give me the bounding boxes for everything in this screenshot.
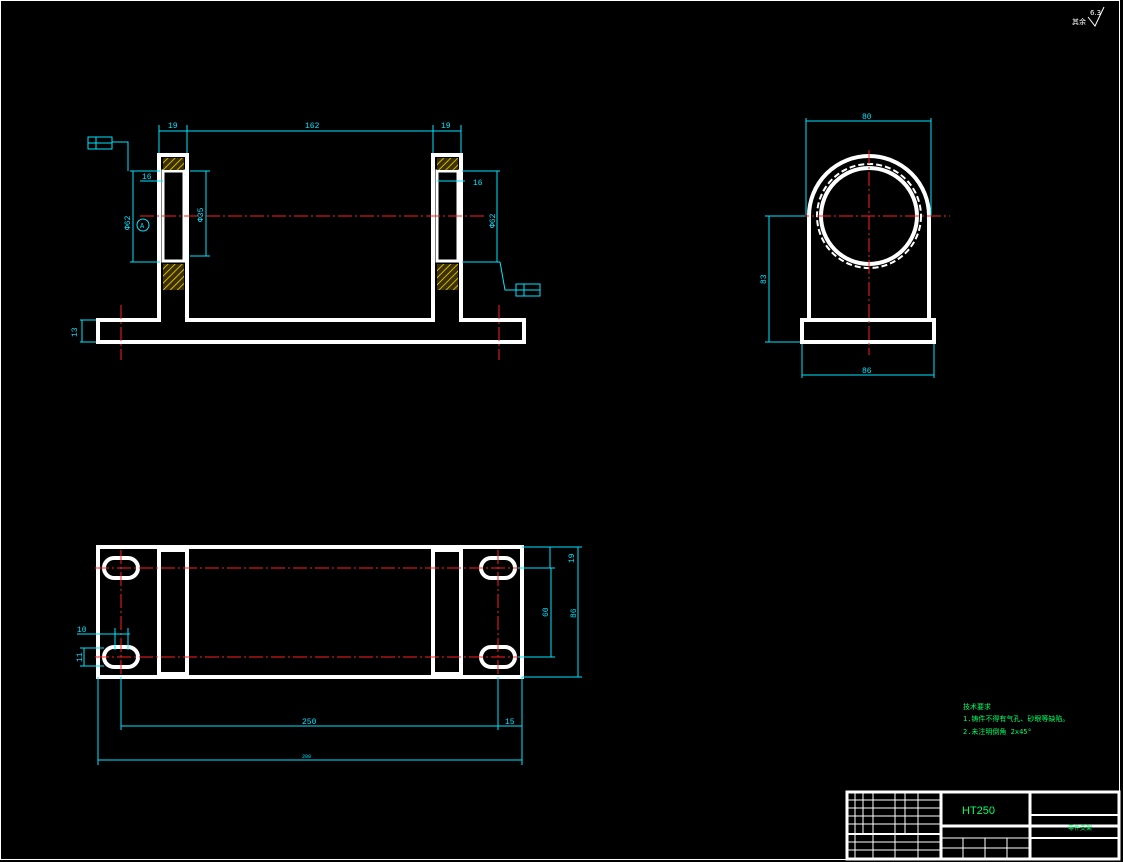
part-name-label: 零件支架 bbox=[1068, 824, 1092, 832]
technical-notes: 技术要求 1.铸件不得有气孔、砂眼等缺陷。 2.未注明倒角 2x45° bbox=[963, 702, 1069, 736]
side-view-base bbox=[800, 318, 936, 344]
dim-span: 162 bbox=[305, 122, 320, 131]
dim-side-width-base: 86 bbox=[862, 367, 872, 376]
dim-left-bore: Φ62 bbox=[124, 215, 133, 230]
dim-overall-depth: 86 bbox=[570, 608, 579, 618]
roughness-label: 其余 bbox=[1072, 17, 1086, 26]
side-view: 80 83 86 bbox=[760, 113, 950, 378]
top-view-right-rib bbox=[431, 548, 463, 676]
dim-slot-height: 11 bbox=[76, 652, 85, 662]
gdt-frame-right bbox=[515, 283, 541, 297]
left-hatch-bottom bbox=[163, 264, 184, 290]
dim-side-width-top: 80 bbox=[862, 113, 872, 122]
datum-symbol: A bbox=[136, 218, 150, 232]
front-view: 19 162 19 16 16 Φ62 Φ35 Φ62 13 A bbox=[71, 122, 541, 360]
front-view-outline bbox=[96, 153, 526, 344]
dim-inner-bore: Φ35 bbox=[197, 207, 206, 222]
dim-slot-width: 10 bbox=[77, 626, 87, 635]
dim-right-inner: 16 bbox=[473, 179, 483, 188]
dim-offset: 19 bbox=[568, 553, 577, 563]
dim-left-wall: 19 bbox=[168, 122, 178, 131]
right-hatch-bottom bbox=[437, 264, 458, 290]
top-view-outline bbox=[96, 545, 524, 679]
right-hatch-top bbox=[437, 158, 458, 170]
left-hatch-top bbox=[163, 158, 184, 170]
notes-line-2: 2.未注明倒角 2x45° bbox=[963, 727, 1032, 736]
dim-right-wall: 19 bbox=[441, 122, 451, 131]
title-block bbox=[845, 790, 1121, 861]
dim-side-center-height: 83 bbox=[760, 274, 769, 284]
datum-label: A bbox=[140, 223, 145, 231]
notes-title: 技术要求 bbox=[963, 702, 991, 711]
top-view: 10 11 19 60 86 250 15 280 bbox=[76, 545, 582, 765]
dim-edge: 15 bbox=[505, 718, 515, 727]
dim-overall-length: 280 bbox=[302, 754, 311, 760]
notes-line-1: 1.铸件不得有气孔、砂眼等缺陷。 bbox=[963, 714, 1069, 723]
gdt-frame-left bbox=[87, 136, 113, 150]
roughness-symbol: 其余 6.3 bbox=[1072, 6, 1105, 27]
roughness-value: 6.3 bbox=[1090, 9, 1101, 17]
dim-base-height: 13 bbox=[71, 327, 80, 337]
dim-left-inner: 16 bbox=[142, 173, 152, 182]
dim-hole-pitch: 250 bbox=[302, 718, 317, 727]
dim-hole-spacing: 60 bbox=[542, 607, 551, 617]
material-label: HT250 bbox=[962, 805, 995, 817]
top-view-left-rib bbox=[157, 548, 189, 676]
dim-right-bore: Φ62 bbox=[489, 213, 498, 228]
